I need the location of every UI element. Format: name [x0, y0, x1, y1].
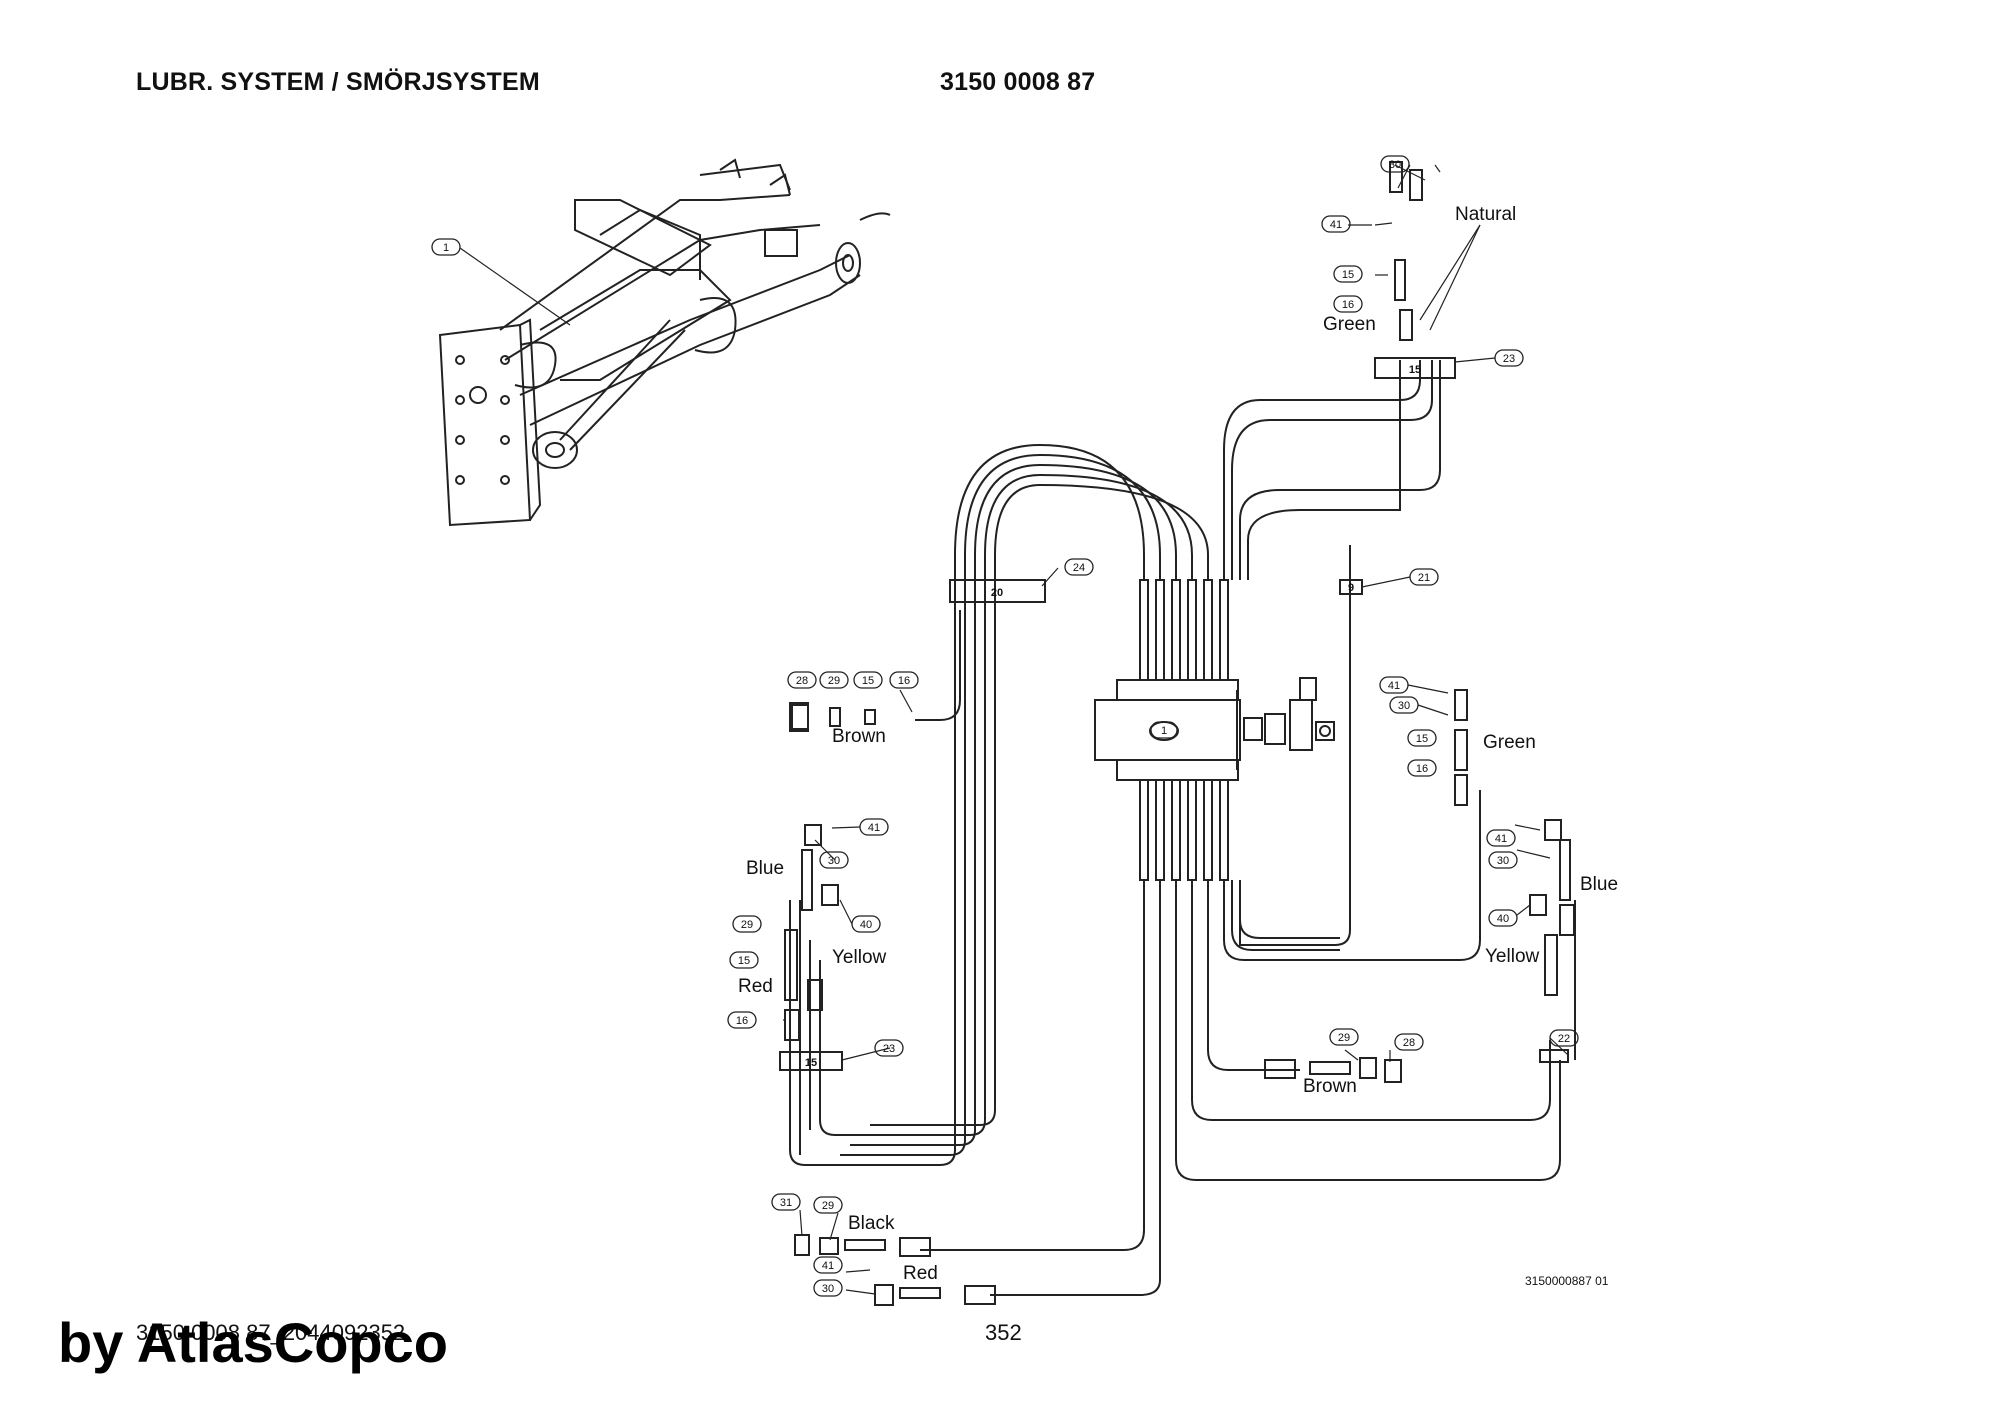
footer-page-number: 352 — [985, 1320, 1022, 1345]
clamp-right — [1539, 1049, 1569, 1063]
callout-31: 31 — [780, 1197, 792, 1209]
callout-29-mid-left: 29 — [741, 919, 753, 931]
callout-29-bottom: 29 — [1338, 1032, 1350, 1044]
callout-16-top-right: 16 — [1342, 299, 1354, 311]
label-green-right: Green — [1483, 732, 1536, 753]
callout-41-right-lower: 41 — [1495, 833, 1507, 845]
watermark: by AtlasCopco — [58, 1311, 448, 1374]
page-title: LUBR. SYSTEM / SMÖRJSYSTEM — [136, 68, 540, 96]
fitting-sets — [784, 161, 1575, 1306]
callout-16-right: 16 — [1416, 763, 1428, 775]
callout-41-mid-left: 41 — [868, 822, 880, 834]
callout-22: 22 — [1558, 1033, 1570, 1045]
footer-doc-ref: 3150 0008 87_2044092352 — [136, 1320, 406, 1345]
callout-bubbles — [431, 155, 1579, 1297]
leader-lines — [459, 164, 1569, 1295]
callout-1: 1 — [443, 242, 449, 254]
clamp-label-left: 15 — [805, 1057, 817, 1069]
callout-23-mid-left: 23 — [883, 1043, 895, 1055]
callout-28-left: 28 — [796, 675, 808, 687]
callout-30-mid-left: 30 — [828, 855, 840, 867]
callout-15-right: 15 — [1416, 733, 1428, 745]
distributor-fittings — [1139, 579, 1229, 881]
label-blue-left: Blue — [746, 858, 784, 879]
label-natural: Natural — [1455, 204, 1516, 225]
label-green-top: Green — [1323, 314, 1376, 335]
callout-30-right-lower: 30 — [1497, 855, 1509, 867]
clamp-label-single: 9 — [1348, 582, 1354, 594]
callout-24: 24 — [1073, 562, 1085, 574]
callout-23-top-right: 23 — [1503, 353, 1515, 365]
callout-29-left: 29 — [828, 675, 840, 687]
callout-16-mid-left: 16 — [736, 1015, 748, 1027]
callout-30-top-right: 30 — [1389, 159, 1401, 171]
label-brown-left: Brown — [832, 726, 886, 747]
callout-15-top-right: 15 — [1342, 269, 1354, 281]
clamp-top-right — [1374, 357, 1456, 379]
callout-41-bottom-left: 41 — [822, 1260, 834, 1272]
distributor-label: 1 — [1161, 725, 1167, 737]
clamp-label-top-right: 15 — [1409, 364, 1421, 376]
callout-15-left: 15 — [862, 675, 874, 687]
callout-15-mid-left: 15 — [738, 955, 750, 967]
label-red-bottom: Red — [903, 1263, 938, 1284]
callout-21: 21 — [1418, 572, 1430, 584]
label-red-left: Red — [738, 976, 773, 997]
callout-30-bottom-left: 30 — [822, 1283, 834, 1295]
callout-29-bottom-left: 29 — [822, 1200, 834, 1212]
part-number: 3150 0008 87 — [940, 68, 1096, 96]
upper-hose-bundle — [830, 360, 1441, 1166]
callout-40-mid-left: 40 — [860, 919, 872, 931]
label-brown-bottom: Brown — [1303, 1076, 1357, 1097]
label-blue-right: Blue — [1580, 874, 1618, 895]
label-black: Black — [848, 1213, 895, 1234]
callout-41-right: 41 — [1388, 680, 1400, 692]
callout-16-left: 16 — [898, 675, 910, 687]
callout-30-right: 30 — [1398, 700, 1410, 712]
callout-41-top-right: 41 — [1330, 219, 1342, 231]
clamp-u-bend — [949, 579, 1046, 603]
drawing-number: 3150000887 01 — [1525, 1274, 1609, 1288]
machine-assembly-view — [438, 158, 891, 527]
clamp-left — [779, 1051, 843, 1071]
label-yellow-right: Yellow — [1485, 946, 1540, 967]
callout-40-right-lower: 40 — [1497, 913, 1509, 925]
clamp-label-u-bend: 20 — [991, 587, 1003, 599]
callout-28-bottom: 28 — [1403, 1037, 1415, 1049]
lower-hose-bundle — [789, 790, 1576, 1296]
distributor-block — [1094, 677, 1335, 781]
label-yellow-left: Yellow — [832, 947, 887, 968]
